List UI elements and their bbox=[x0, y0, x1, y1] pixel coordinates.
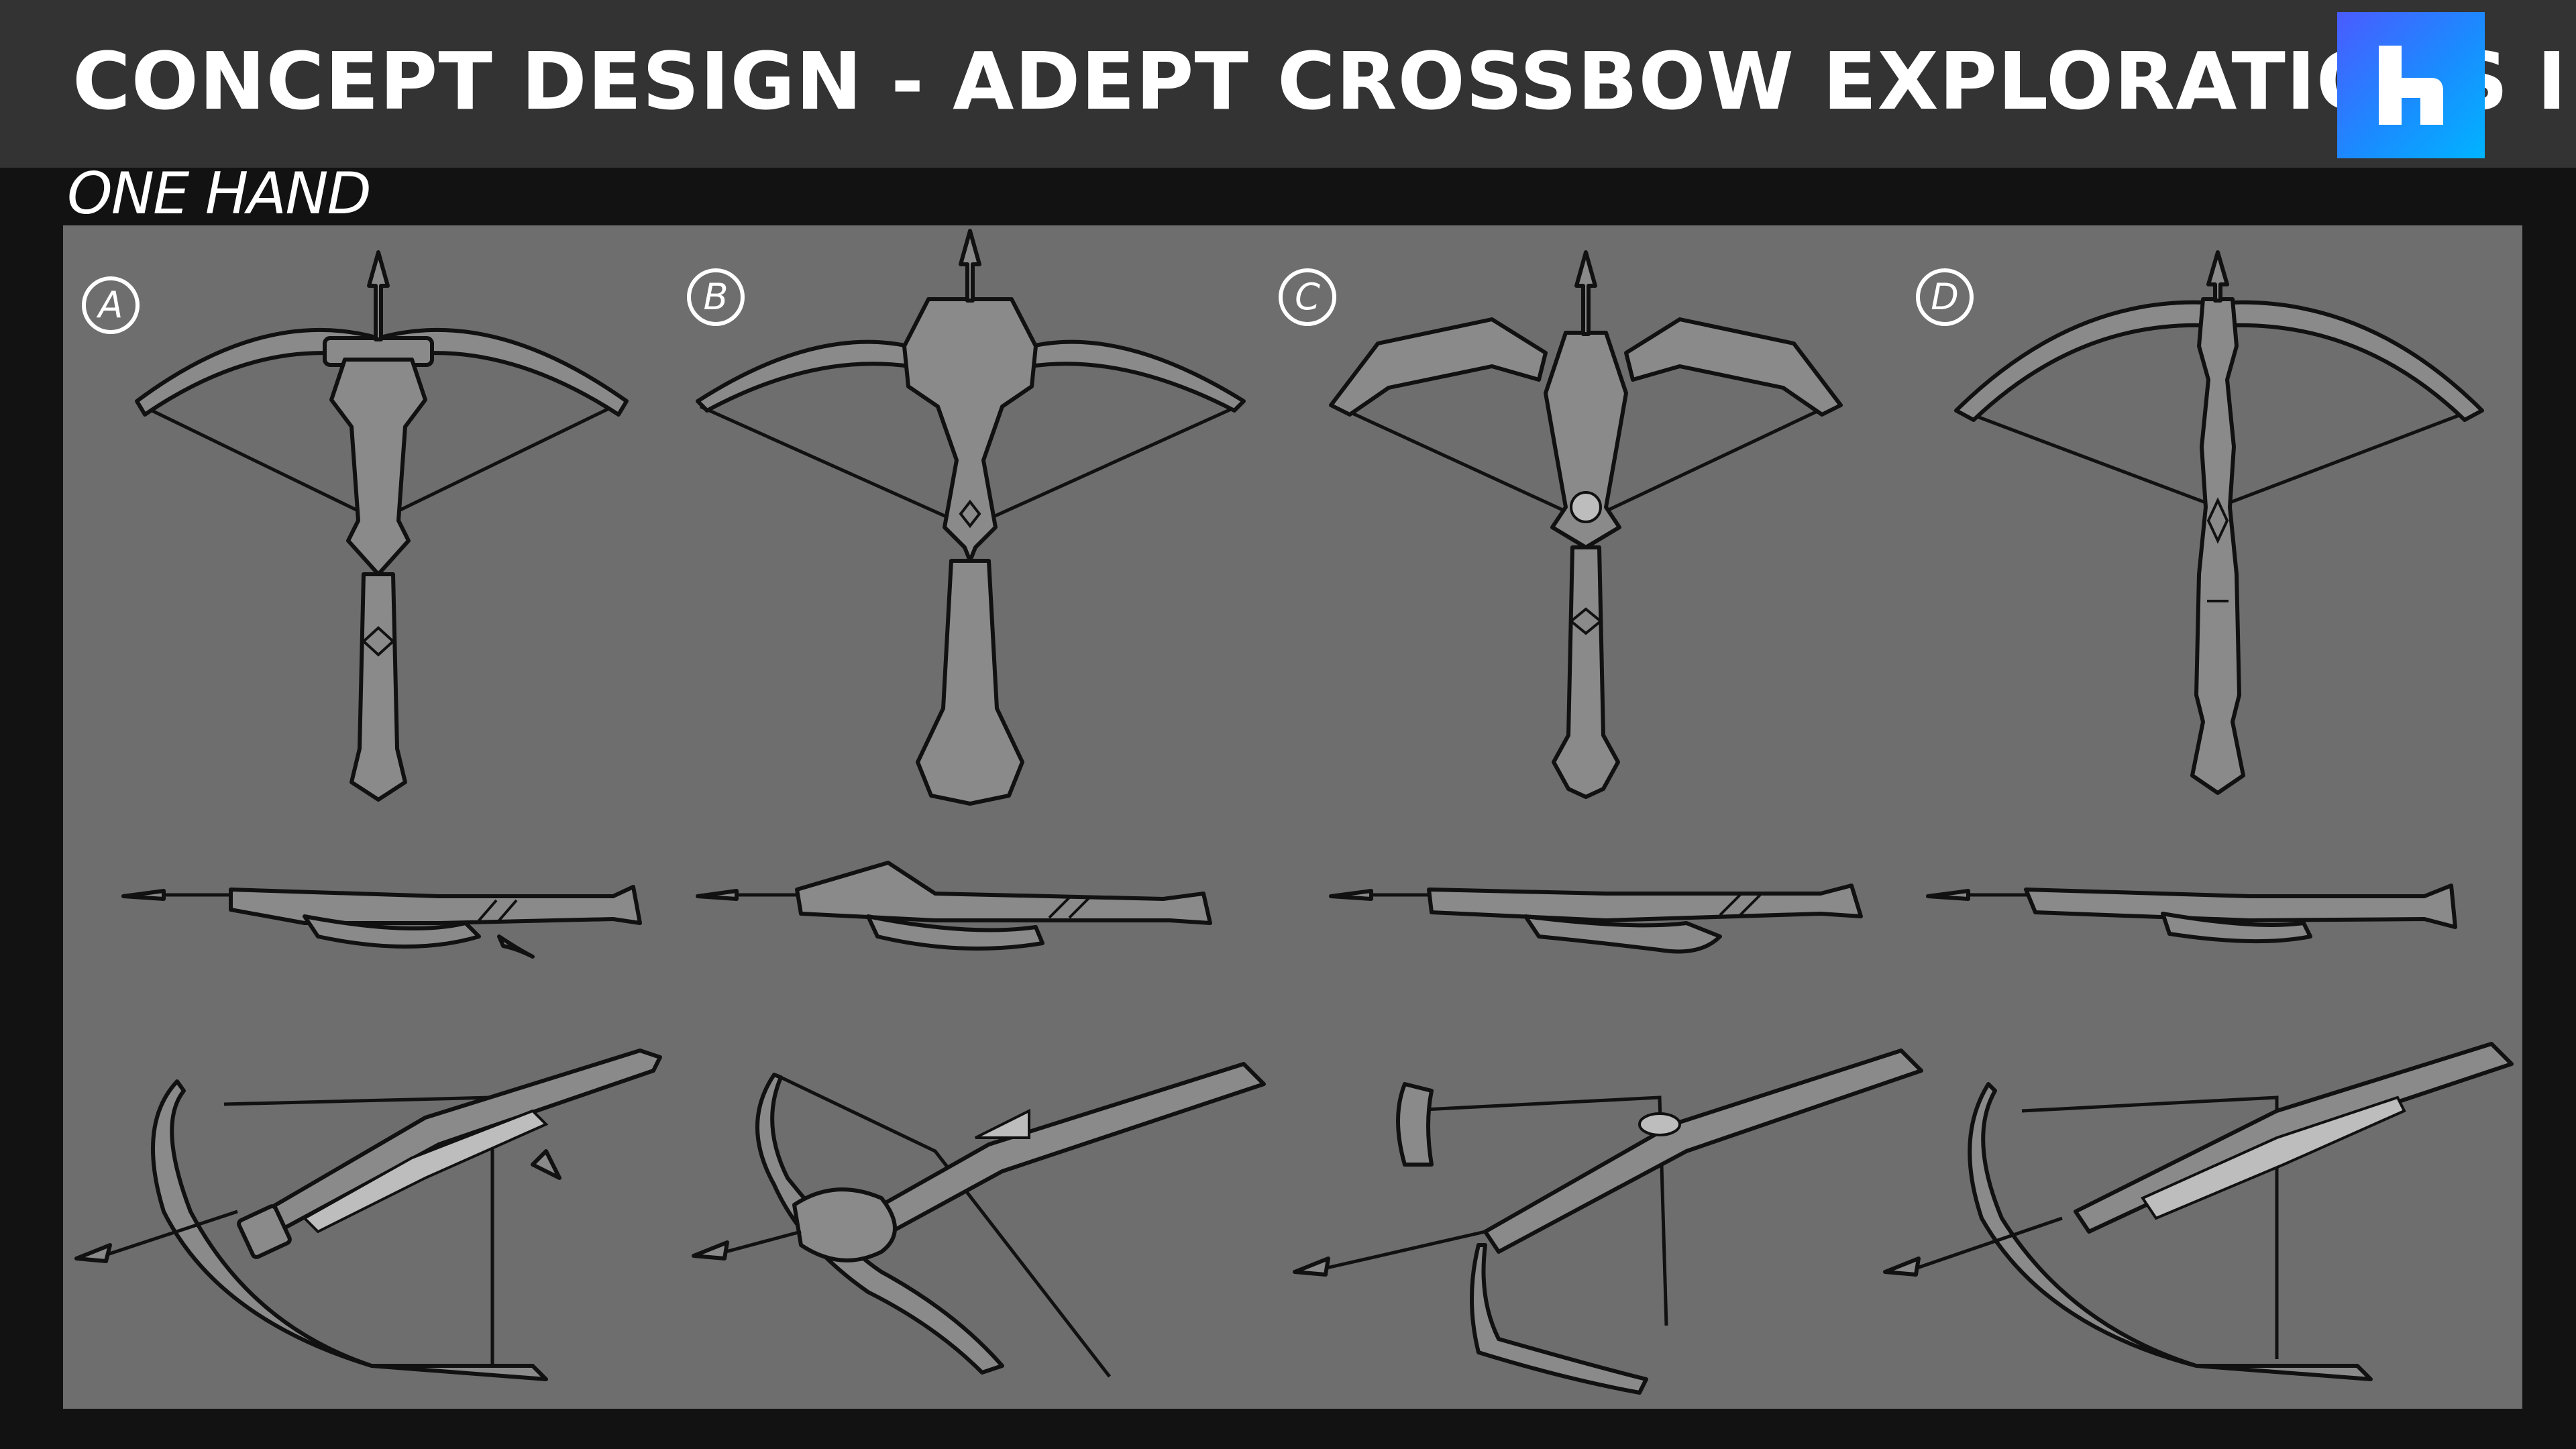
crossbow-a-side-view bbox=[121, 885, 642, 959]
h-logo-glyph bbox=[2379, 46, 2443, 125]
crossbow-d-side-view bbox=[1926, 883, 2457, 944]
crossbow-d-top-view bbox=[1954, 250, 2484, 795]
crossbow-b-side-view bbox=[696, 861, 1212, 951]
crossbow-b-top-view bbox=[696, 229, 1246, 806]
crossbow-c-perspective-view bbox=[1293, 1049, 1923, 1395]
concept-label-a: A bbox=[82, 276, 140, 334]
concept-label-b: B bbox=[687, 268, 745, 326]
crossbow-d-perspective-view bbox=[1883, 1042, 2514, 1381]
section-label: ONE HAND bbox=[67, 160, 372, 227]
page-title: CONCEPT DESIGN - ADEPT CROSSBOW EXPLORAT… bbox=[72, 35, 2567, 127]
h-logo-icon[interactable] bbox=[2337, 12, 2485, 158]
sketch-canvas: A B C D .f { fill: #8a8a8a; stroke: #111… bbox=[63, 225, 2522, 1409]
crossbow-b-perspective-view bbox=[692, 1062, 1266, 1378]
crossbow-c-top-view bbox=[1329, 250, 1843, 799]
crossbow-c-side-view bbox=[1329, 883, 1863, 954]
crossbow-a-perspective-view bbox=[74, 1049, 662, 1381]
crossbow-sketches: .f { fill: #8a8a8a; stroke: #111; stroke… bbox=[74, 229, 2514, 1395]
concept-label-c: C bbox=[1279, 268, 1336, 326]
header-bar: CONCEPT DESIGN - ADEPT CROSSBOW EXPLORAT… bbox=[0, 0, 2576, 168]
crossbow-a-top-view bbox=[135, 250, 629, 802]
concept-label-d: D bbox=[1916, 268, 1974, 326]
